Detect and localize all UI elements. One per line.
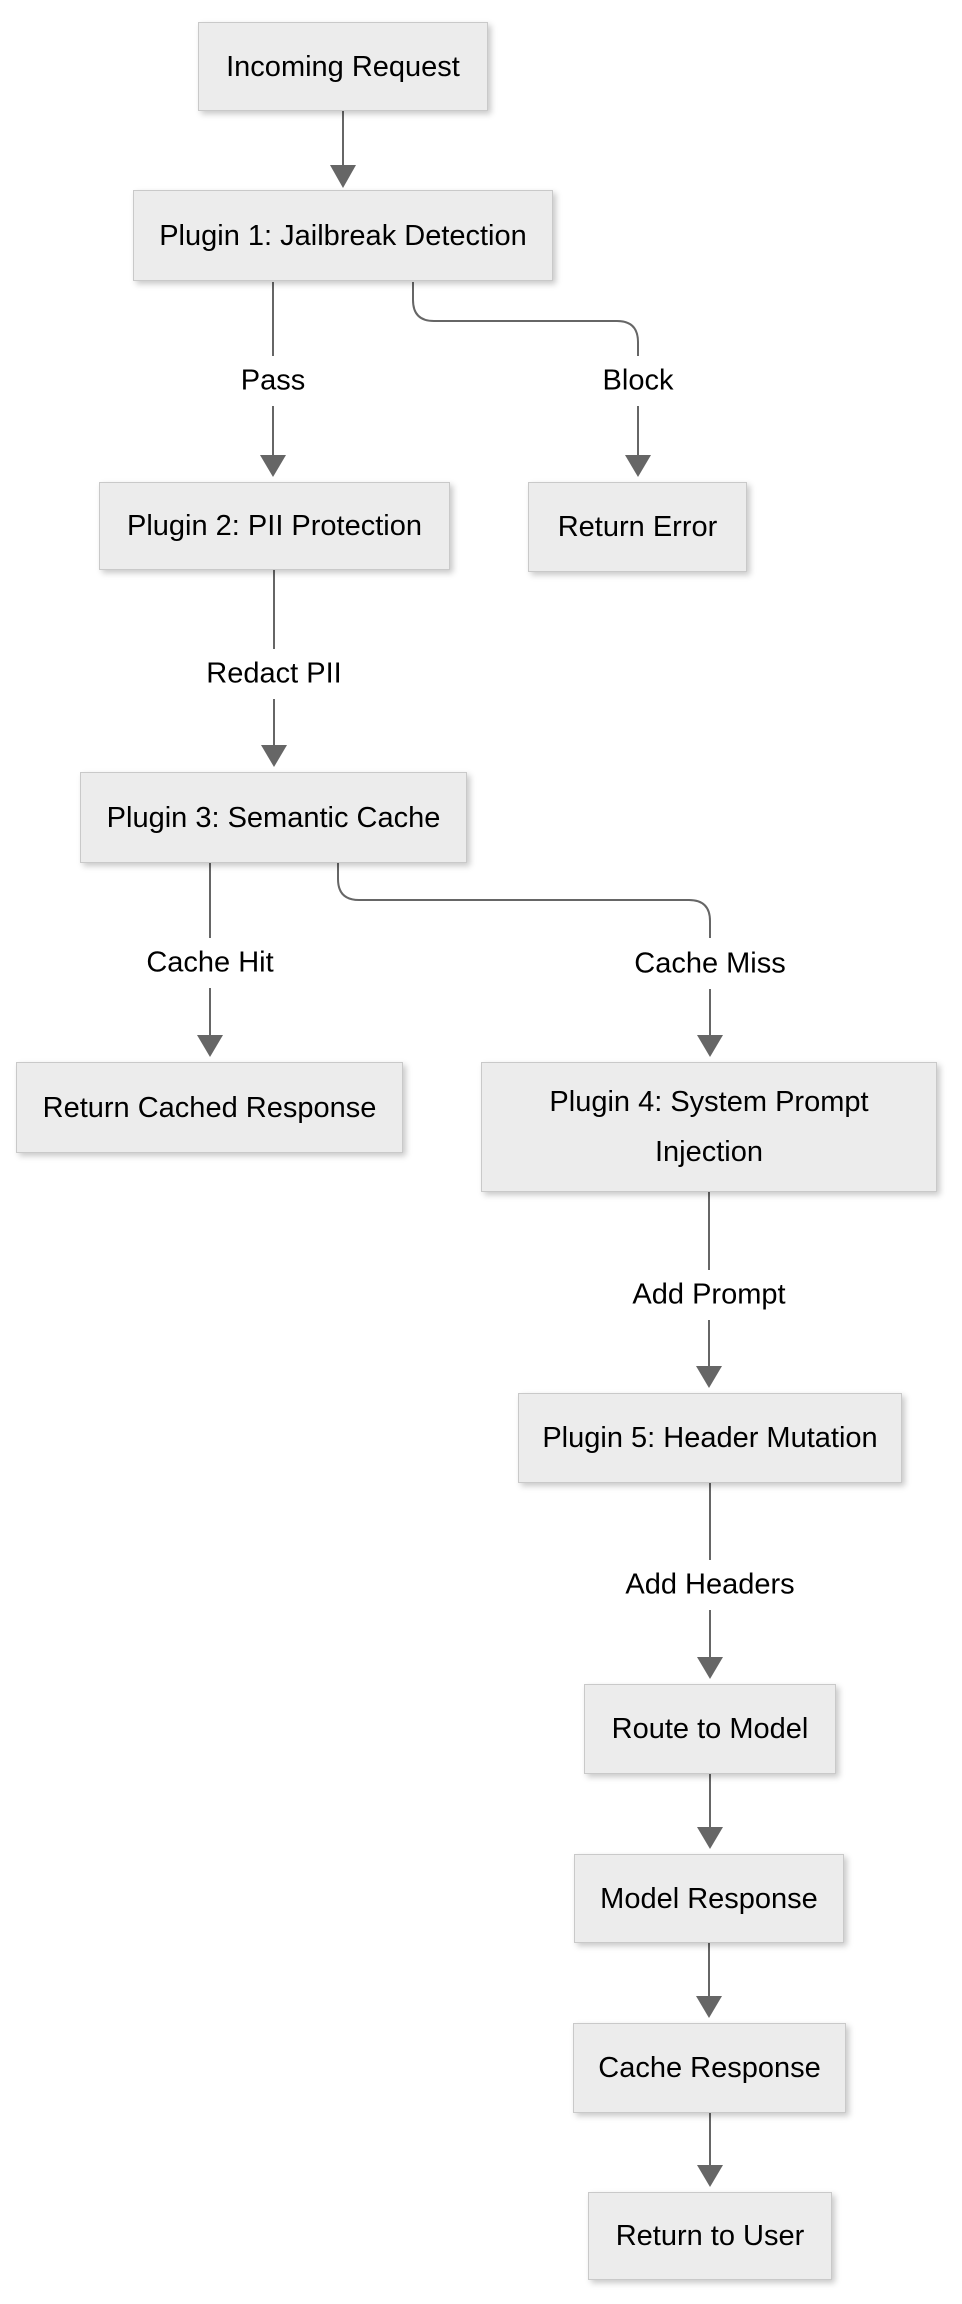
edge-label-block: Block	[598, 364, 678, 398]
edge-plugin1-block-upper	[412, 282, 639, 356]
arrowhead-model-response	[697, 1827, 723, 1849]
node-model-response: Model Response	[574, 1854, 844, 1943]
arrowhead-redact-pii	[261, 745, 287, 767]
edge-plugin3-cachemiss-upper	[337, 863, 711, 938]
edge-label-pass: Pass	[236, 364, 310, 398]
edge-label-add-headers: Add Headers	[621, 1568, 799, 1602]
arrowhead-return-user	[697, 2165, 723, 2187]
arrowhead-incoming-to-plugin1	[330, 165, 356, 188]
arrowhead-add-prompt	[696, 1366, 722, 1388]
node-plugin4-system-prompt-injection: Plugin 4: System Prompt Injection	[481, 1062, 937, 1192]
node-return-error: Return Error	[528, 482, 747, 572]
node-return-to-user: Return to User	[588, 2192, 832, 2280]
node-return-cached-response: Return Cached Response	[16, 1062, 403, 1153]
node-cache-response: Cache Response	[573, 2023, 846, 2113]
arrowhead-cache-hit	[197, 1035, 223, 1057]
arrowhead-add-headers	[697, 1657, 723, 1679]
node-plugin2-pii-protection: Plugin 2: PII Protection	[99, 482, 450, 570]
node-plugin3-semantic-cache: Plugin 3: Semantic Cache	[80, 772, 467, 863]
arrowhead-cache-miss	[697, 1035, 723, 1057]
edge-label-cache-hit: Cache Hit	[142, 946, 278, 980]
node-incoming-request: Incoming Request	[198, 22, 488, 111]
arrowhead-block	[625, 455, 651, 477]
arrowhead-cache-response	[696, 1996, 722, 2018]
node-plugin1-jailbreak-detection: Plugin 1: Jailbreak Detection	[133, 190, 553, 281]
node-route-to-model: Route to Model	[584, 1684, 836, 1774]
node-plugin5-header-mutation: Plugin 5: Header Mutation	[518, 1393, 902, 1483]
edge-label-add-prompt: Add Prompt	[628, 1278, 790, 1312]
edge-label-redact-pii: Redact PII	[202, 657, 346, 691]
edge-label-cache-miss: Cache Miss	[630, 947, 790, 981]
arrowhead-pass	[260, 455, 286, 477]
